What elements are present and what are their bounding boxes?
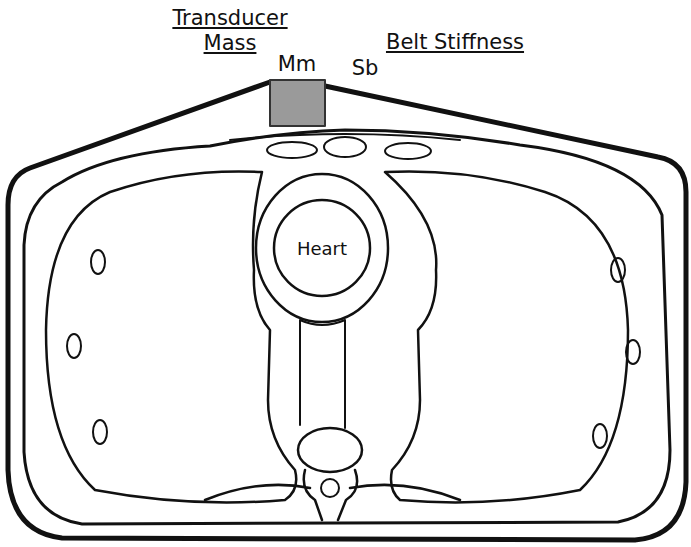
- rib: [91, 250, 105, 274]
- rib: [593, 424, 607, 448]
- rib-cartilage: [267, 142, 317, 158]
- part-label: Transducer Mass: [150, 6, 310, 56]
- rib: [611, 258, 625, 282]
- rib-cartilage: [385, 143, 431, 159]
- heart-border: [274, 200, 370, 296]
- sternum: [324, 137, 366, 157]
- vertebral-body: [298, 428, 362, 472]
- symbol-label: Mm: [262, 52, 332, 77]
- vertebral-arch: [205, 470, 460, 520]
- organ-label: Heart: [297, 238, 347, 259]
- chest-wall: [24, 130, 670, 524]
- spinal-canal: [321, 479, 339, 497]
- part-label: Belt Stiffness: [380, 30, 530, 55]
- rib: [626, 340, 640, 364]
- heart-outline: Heart: [272, 198, 372, 298]
- mediastinum: [300, 320, 345, 428]
- symbol-label: Sb: [342, 56, 388, 81]
- right-lung: [385, 171, 628, 502]
- transducer-mass: [270, 80, 325, 126]
- left-lung: [46, 171, 296, 502]
- pericardium: [256, 174, 388, 322]
- rib: [67, 334, 81, 358]
- belt-outline: [8, 82, 686, 540]
- rib: [93, 420, 107, 444]
